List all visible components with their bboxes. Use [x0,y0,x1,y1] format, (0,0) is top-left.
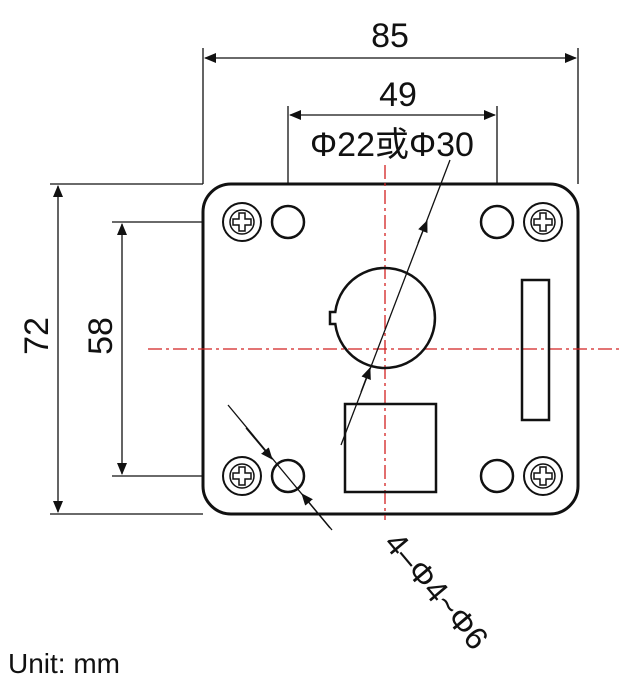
hole-spacing-label: 49 [379,76,417,114]
screw-top-left [222,202,262,242]
screw-bottom-left [222,456,262,496]
center-hole-leader [340,159,451,446]
center-hole-arrow-top [417,220,428,244]
mount-hole-top-left [270,204,306,240]
mount-holes-arrow-out [301,493,333,531]
dimension-height: 72 [18,183,203,515]
unit-label: Unit: mm [8,648,120,679]
dimension-hole-spacing: 49 [287,76,498,184]
screw-bottom-right [523,456,563,496]
dimension-width: 85 [202,17,579,184]
square-cutout [343,402,438,494]
mount-hole-bottom-right [479,458,515,494]
dimension-hole-vertical: 58 [82,221,203,477]
mount-holes-label: 4–Φ4~Φ6 [377,525,495,656]
mount-hole-bottom-left [270,458,306,494]
center-hole-label: Φ22或Φ30 [310,126,474,164]
screw-top-right [523,202,563,242]
center-hole-arrow-bottom [360,367,371,393]
center-hole [328,266,437,370]
hole-vertical-label: 58 [82,317,120,355]
width-label: 85 [371,17,409,55]
vertical-slot [520,278,551,422]
height-label: 72 [18,317,56,355]
mount-holes-arrow-in [245,427,273,460]
mount-hole-top-right [479,204,515,240]
